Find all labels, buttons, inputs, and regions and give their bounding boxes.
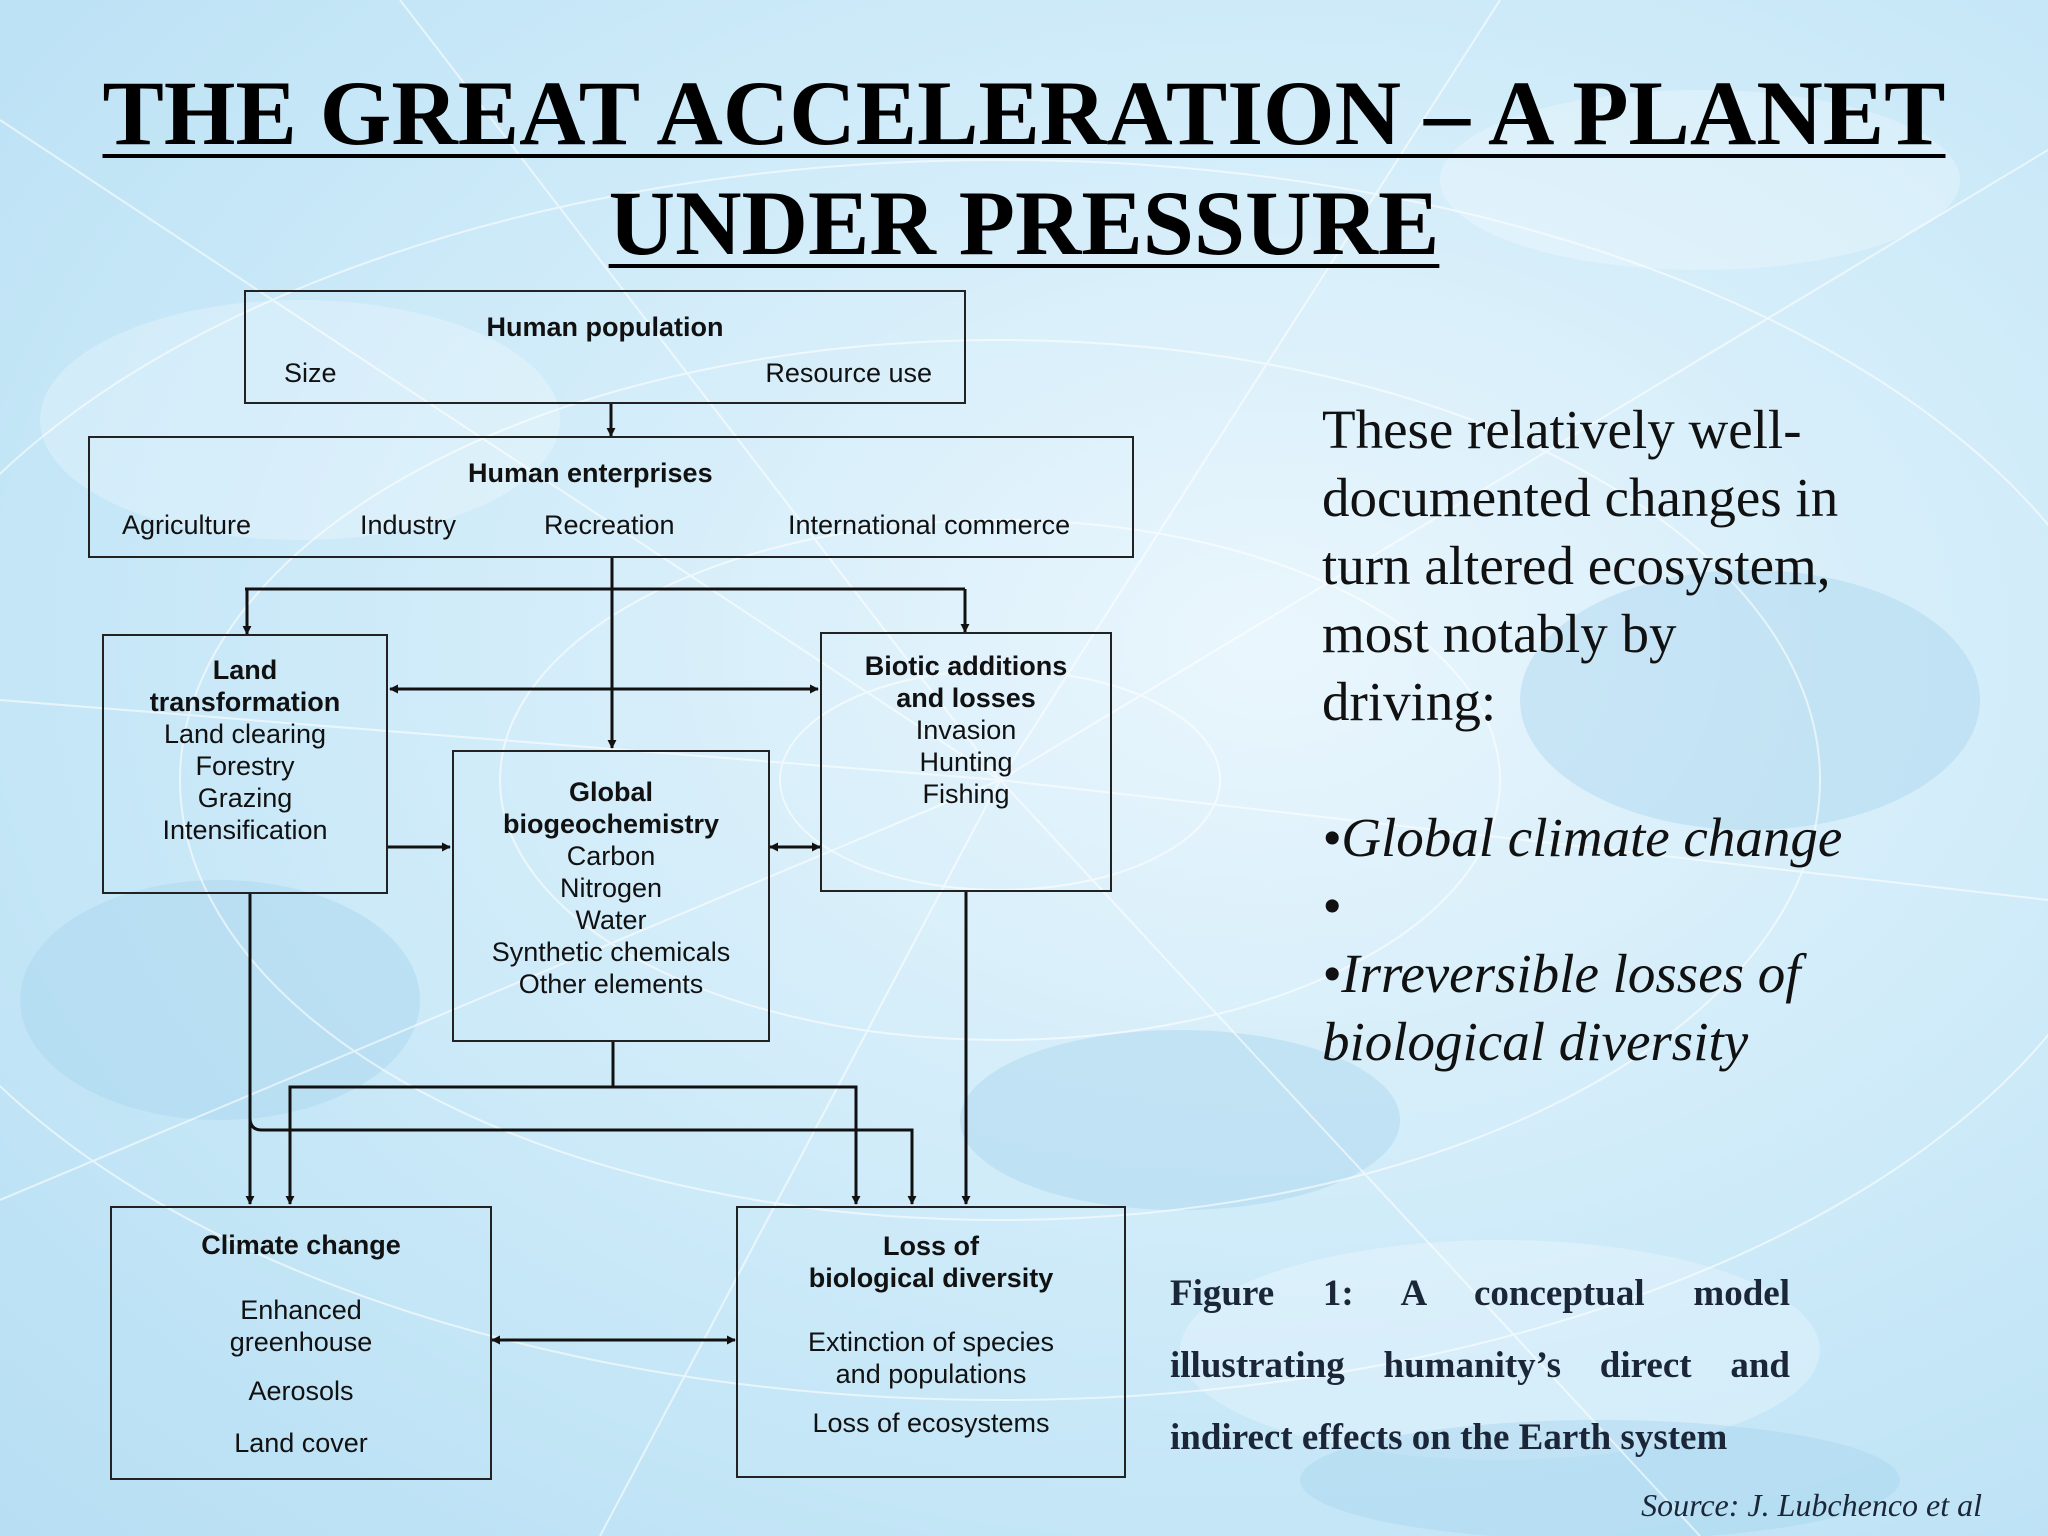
international-commerce-label: International commerce (788, 510, 1071, 540)
bullet-biodiversity-line-2: biological diversity (1322, 1011, 1749, 1072)
nitrogen-label: Nitrogen (559, 873, 663, 903)
intro-line-1: These relatively well- (1322, 399, 1802, 460)
synthetic-chemicals-label: Synthetic chemicals (491, 937, 731, 967)
forestry-label: Forestry (195, 751, 295, 781)
land-transformation-box: Land transformation Land clearing Forest… (102, 634, 388, 894)
climate-change-heading: Climate change (201, 1230, 401, 1260)
hunting-label: Hunting (919, 747, 1013, 777)
fishing-label: Fishing (922, 779, 1010, 809)
grazing-label: Grazing (197, 783, 293, 813)
other-elements-label: Other elements (518, 969, 704, 999)
biotic-heading-2: and losses (896, 683, 1036, 713)
human-enterprises-box: Human enterprises Agriculture Industry R… (88, 436, 1134, 558)
size-label: Size (284, 358, 337, 388)
biodiversity-heading-2: biological diversity (808, 1263, 1054, 1293)
biodiversity-loss-box: Loss of biological diversity Extinction … (736, 1206, 1126, 1478)
intro-line-5: driving: (1322, 671, 1497, 732)
human-population-heading: Human population (486, 312, 724, 342)
title-line-1: THE GREAT ACCELERATION – A PLANET (102, 62, 1946, 164)
intro-line-2: documented changes in (1322, 467, 1839, 528)
biogeochemistry-heading-2: biogeochemistry (502, 809, 720, 839)
spacer (1322, 736, 1982, 804)
extinction-label: Extinction of species (807, 1327, 1055, 1357)
figure-caption: Figure 1: A conceptual model illustratin… (1170, 1273, 1790, 1458)
biotic-heading-1: Biotic additions (864, 651, 1068, 681)
biodiversity-heading-1: Loss of (882, 1231, 979, 1261)
climate-change-box: Climate change Enhanced greenhouse Aeros… (110, 1206, 492, 1480)
biotic-additions-losses-box: Biotic additions and losses Invasion Hun… (820, 632, 1112, 892)
populations-label: and populations (835, 1359, 1027, 1389)
industry-label: Industry (360, 510, 457, 540)
loss-of-ecosystems-label: Loss of ecosystems (812, 1408, 1050, 1438)
enhanced-label: Enhanced (240, 1295, 362, 1325)
intro-line-4: most notably by (1322, 603, 1677, 664)
land-transformation-heading-1: Land (212, 655, 278, 685)
biogeochemistry-heading-1: Global (568, 777, 653, 807)
intensification-label: Intensification (162, 815, 328, 845)
aerosols-label: Aerosols (248, 1376, 354, 1406)
human-population-box: Human population Size Resource use (244, 290, 966, 404)
source-credit: Source: J. Lubchenco et al (1641, 1487, 1982, 1523)
resource-use-label: Resource use (765, 358, 932, 388)
agriculture-label: Agriculture (122, 510, 252, 540)
greenhouse-label: greenhouse (229, 1327, 373, 1357)
intro-line-3: turn altered ecosystem, (1322, 535, 1831, 596)
land-transformation-heading-2: transformation (149, 687, 341, 717)
bullet-climate-change: •Global climate change (1322, 807, 1843, 868)
title-line-2: UNDER PRESSURE (608, 172, 1440, 274)
carbon-label: Carbon (566, 841, 656, 871)
human-enterprises-heading: Human enterprises (468, 458, 713, 488)
global-biogeochemistry-box: Global biogeochemistry Carbon Nitrogen W… (452, 750, 770, 1042)
water-label: Water (575, 905, 647, 935)
bullet-empty: • (1322, 875, 1342, 936)
explanatory-text: These relatively well- documented change… (1322, 396, 1982, 1076)
land-cover-label: Land cover (234, 1428, 368, 1458)
page-title: THE GREAT ACCELERATION – A PLANET UNDER … (0, 58, 2048, 278)
recreation-label: Recreation (544, 510, 675, 540)
invasion-label: Invasion (915, 715, 1017, 745)
land-clearing-label: Land clearing (163, 719, 327, 749)
bullet-biodiversity-line-1: •Irreversible losses of (1322, 943, 1801, 1004)
